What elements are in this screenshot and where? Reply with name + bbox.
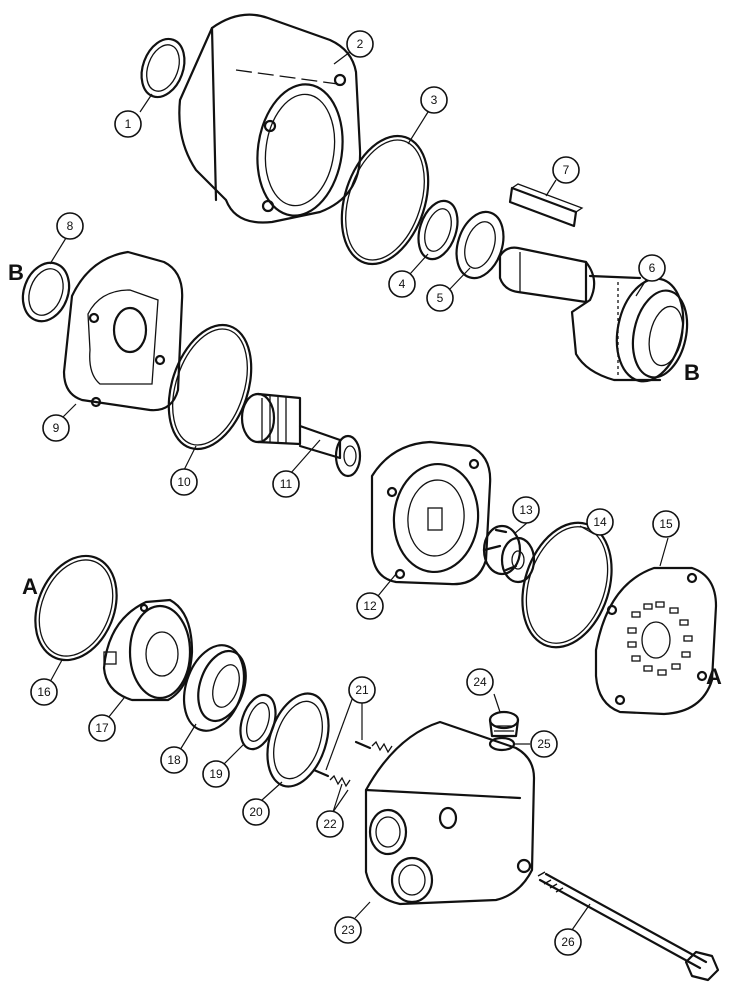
callout-15-label: 15 [659, 517, 673, 531]
part-16-o-ring [34, 554, 118, 662]
part-8-washer [21, 261, 71, 323]
callout-5-label: 5 [437, 291, 444, 305]
callout-2-label: 2 [357, 37, 364, 51]
callout-15: 15 [652, 510, 680, 538]
callout-24: 24 [466, 668, 494, 696]
callout-3-label: 3 [431, 93, 438, 107]
part-4-washer [417, 199, 459, 261]
part-10-o-ring [167, 323, 253, 451]
part-24-plug [488, 710, 520, 738]
callout-24-label: 24 [473, 675, 487, 689]
callout-12-label: 12 [363, 599, 377, 613]
part-17-balancing-plate [102, 598, 194, 702]
callout-8: 8 [56, 212, 84, 240]
part-15-valve-plate [594, 566, 718, 716]
callout-18-label: 18 [167, 753, 181, 767]
reference-letter-b-left: B [8, 260, 24, 285]
callout-2: 2 [346, 30, 374, 58]
callout-8-label: 8 [67, 219, 74, 233]
callout-13: 13 [512, 496, 540, 524]
part-2-housing [178, 13, 362, 224]
callout-4: 4 [388, 270, 416, 298]
callout-19-label: 19 [209, 767, 223, 781]
callout-21-label: 21 [355, 683, 369, 697]
callout-11: 11 [272, 470, 300, 498]
callout-16-label: 16 [37, 685, 51, 699]
callout-19: 19 [202, 760, 230, 788]
callout-11-label: 11 [280, 477, 293, 491]
callout-22: 22 [316, 810, 344, 838]
reference-letter-a-left: A [22, 574, 38, 599]
part-12-gerotor-housing [370, 440, 492, 586]
callout-13-label: 13 [519, 503, 533, 517]
part-11-drive-shaft [240, 392, 362, 478]
reference-letter-b-right: B [684, 360, 700, 385]
part-26-bolt [537, 871, 720, 982]
callout-22-label: 22 [323, 817, 337, 831]
part-20-seal [266, 692, 330, 788]
part-14-o-ring [521, 521, 613, 649]
callout-23: 23 [334, 916, 362, 944]
callout-17-label: 17 [95, 721, 109, 735]
callout-3: 3 [420, 86, 448, 114]
part-5-thrust-washer [455, 210, 505, 280]
callout-18: 18 [160, 746, 188, 774]
callout-25: 25 [530, 730, 558, 758]
callout-9: 9 [42, 414, 70, 442]
part-23-end-cap [364, 720, 536, 906]
callout-1: 1 [114, 110, 142, 138]
part-22-springs [329, 740, 393, 788]
part-7-key [508, 183, 584, 228]
callout-7-label: 7 [563, 163, 570, 177]
part-13-star-gear [482, 524, 536, 584]
callout-16: 16 [30, 678, 58, 706]
reference-letter-a-right: A [706, 664, 722, 689]
callout-20-label: 20 [249, 805, 263, 819]
callout-26: 26 [554, 928, 582, 956]
callout-14: 14 [586, 508, 614, 536]
callout-20: 20 [242, 798, 270, 826]
callout-6: 6 [638, 254, 666, 282]
callout-9-label: 9 [53, 421, 60, 435]
callout-10-label: 10 [177, 475, 191, 489]
callout-4-label: 4 [399, 277, 406, 291]
callout-1-label: 1 [125, 117, 132, 131]
callout-23-label: 23 [341, 923, 355, 937]
leader-lines [49, 51, 669, 931]
callout-21: 21 [348, 676, 376, 704]
callout-26-label: 26 [561, 935, 575, 949]
callout-12: 12 [356, 592, 384, 620]
part-21-pins [312, 740, 372, 778]
callout-10: 10 [170, 468, 198, 496]
callout-17: 17 [88, 714, 116, 742]
part-3-o-ring [340, 134, 430, 266]
callout-6-label: 6 [649, 261, 656, 275]
callout-25-label: 25 [537, 737, 551, 751]
callout-14-label: 14 [593, 515, 607, 529]
part-9-end-plate [62, 250, 184, 412]
callout-5: 5 [426, 284, 454, 312]
callout-7: 7 [552, 156, 580, 184]
part-18-bearing [183, 644, 247, 732]
part-6-output-shaft [498, 246, 689, 383]
part-1-seal-ring [140, 37, 186, 99]
